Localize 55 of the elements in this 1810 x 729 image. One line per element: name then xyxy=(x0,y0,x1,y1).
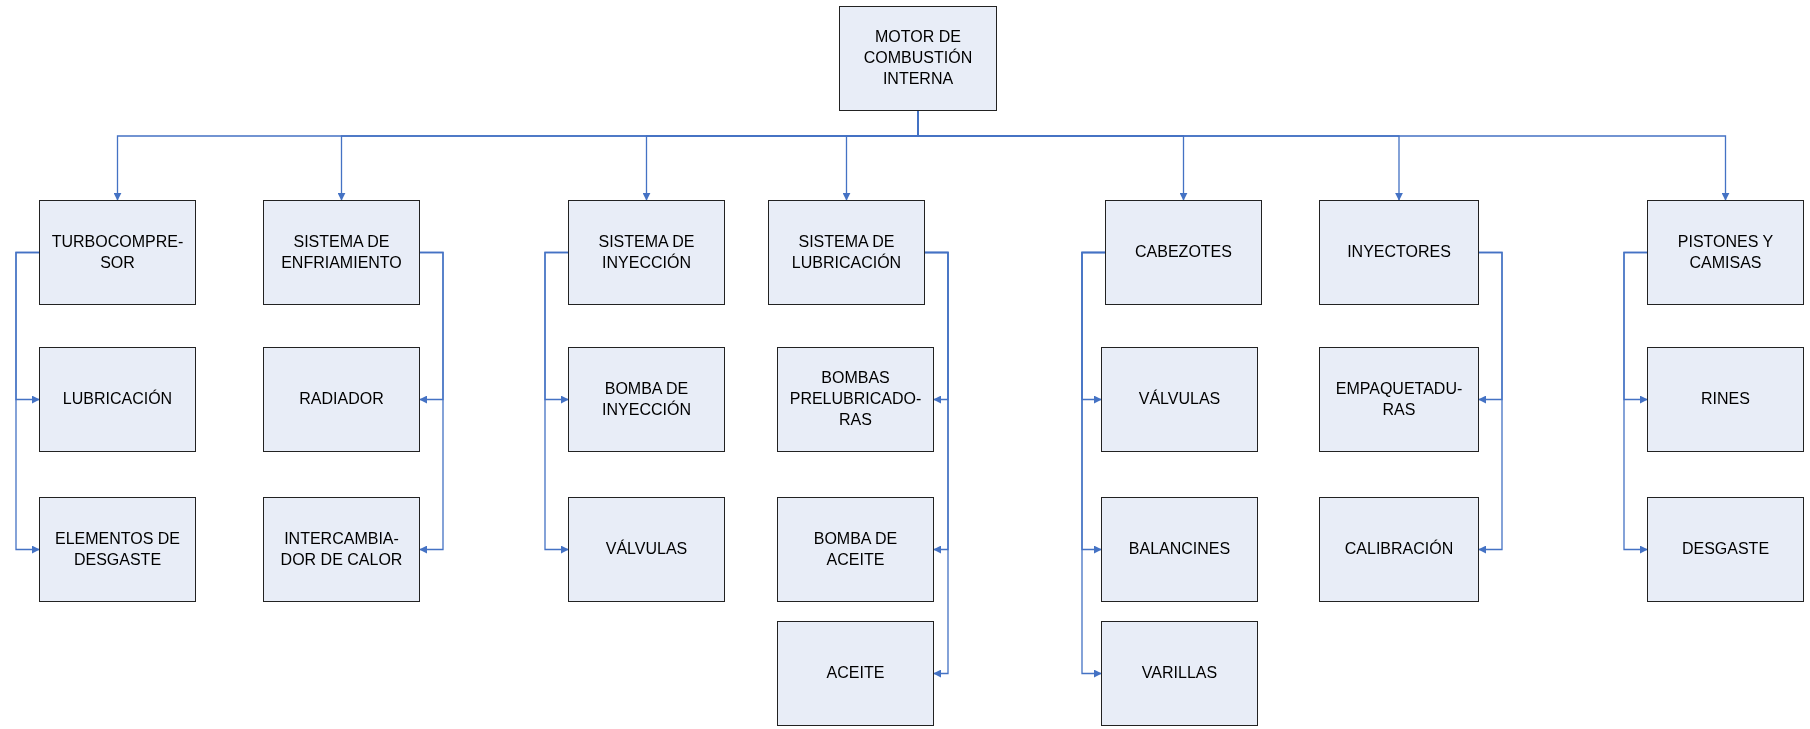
connector-arrow xyxy=(924,251,949,678)
node-label: LUBRICACIÓN xyxy=(62,389,173,410)
component-box xyxy=(39,347,196,452)
node-label: BOMBA DE INYECCIÓN xyxy=(601,378,692,420)
connector-arrow xyxy=(1623,251,1648,554)
node-label: BALANCINES xyxy=(1128,539,1231,560)
component-box xyxy=(568,347,725,452)
component-box xyxy=(1647,347,1804,452)
component-box xyxy=(1319,347,1479,452)
node-label: VARILLAS xyxy=(1141,663,1218,684)
node-label: RADIADOR xyxy=(299,389,384,410)
component-box xyxy=(768,200,925,305)
node-label: ELEMENTOS DE DESGASTE xyxy=(53,528,182,570)
component-box xyxy=(777,497,934,602)
node-label: CALIBRACIÓN xyxy=(1344,539,1454,560)
node-label: INTERCAMBIA-DOR DE CALOR xyxy=(279,528,404,570)
node-label: CABEZOTES xyxy=(1135,242,1232,263)
node-label: VÁLVULAS xyxy=(1138,389,1221,410)
node-label: SISTEMA DE ENFRIAMIENTO xyxy=(280,231,403,273)
component-box xyxy=(263,497,420,602)
root-box xyxy=(839,6,997,111)
node-label: INYECTORES xyxy=(1347,242,1451,263)
node-label: ACEITE xyxy=(826,663,885,684)
component-box xyxy=(39,200,196,305)
component-box xyxy=(568,200,725,305)
node-label: DESGASTE xyxy=(1681,539,1770,560)
node-label: BOMBAS PRELUBRICADO-RAS xyxy=(788,368,923,430)
component-box xyxy=(1319,200,1479,305)
component-box xyxy=(1319,497,1479,602)
connector-arrow xyxy=(544,251,569,554)
node-label: SISTEMA DE INYECCIÓN xyxy=(597,231,696,273)
component-box xyxy=(1101,621,1258,726)
node-label: TURBOCOMPRE-SOR xyxy=(50,231,185,273)
component-box xyxy=(1101,347,1258,452)
component-box xyxy=(1101,497,1258,602)
connector-arrow xyxy=(1081,251,1106,678)
node-label: MOTOR DE COMBUSTIÓN INTERNA xyxy=(862,27,974,89)
node-label: BOMBA DE ACEITE xyxy=(812,528,899,570)
node-label: PISTONES Y CAMISAS xyxy=(1676,231,1775,273)
node-label: EMPAQUETADU-RAS xyxy=(1334,378,1464,420)
component-box xyxy=(39,497,196,602)
node-label: VÁLVULAS xyxy=(605,539,688,560)
component-box xyxy=(263,200,420,305)
component-box xyxy=(777,621,934,726)
connector-arrow xyxy=(1478,251,1503,554)
component-box xyxy=(1647,497,1804,602)
node-label: RINES xyxy=(1701,389,1750,410)
component-box xyxy=(777,347,934,452)
component-box xyxy=(1105,200,1262,305)
component-box xyxy=(1647,200,1804,305)
component-box xyxy=(263,347,420,452)
connector-arrow xyxy=(15,251,40,554)
node-label: SISTEMA DE LUBRICACIÓN xyxy=(790,231,903,273)
component-box xyxy=(568,497,725,602)
connector-arrow xyxy=(419,251,444,554)
